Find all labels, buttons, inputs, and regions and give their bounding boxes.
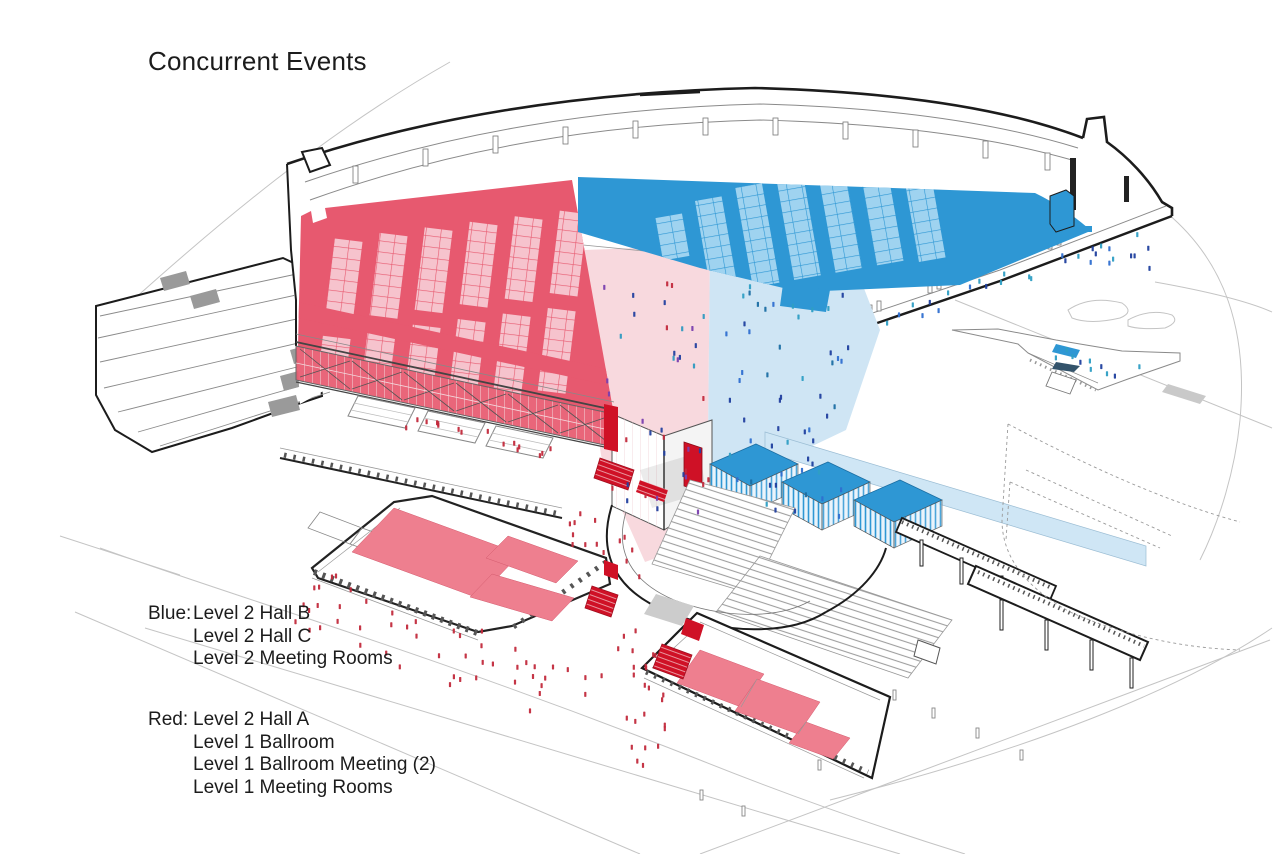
chimney-stack-small <box>1124 176 1129 202</box>
level1-red-box <box>681 618 704 641</box>
hall-a-cross-aisle <box>298 302 612 386</box>
riverfront-terrace <box>951 328 1241 651</box>
people-dots <box>294 232 1151 768</box>
legend-red: Red: Level 2 Hall A Level 1 Ballroom Lev… <box>148 709 436 799</box>
level1-escalator <box>652 643 693 680</box>
kiosk-structure <box>913 639 941 665</box>
ballroom-block <box>307 494 619 641</box>
truss-x-braces <box>299 348 611 445</box>
ballroom-wall-columns <box>312 569 482 637</box>
site-poles <box>699 689 1024 817</box>
ballroom-escalator <box>584 585 619 618</box>
legend-red-item: Level 1 Meeting Rooms <box>193 776 393 798</box>
legend-blue-item: Level 2 Meeting Rooms <box>193 648 393 669</box>
meeting-rooms-glass-band <box>764 431 1147 567</box>
chimney-stack <box>1070 158 1076 210</box>
grand-stairs-ramps <box>605 479 953 679</box>
legend-red-item: Level 1 Ballroom <box>193 731 335 753</box>
slide-title: Concurrent Events <box>148 46 367 76</box>
legend-red-item: Level 1 Ballroom Meeting (2) <box>193 754 436 775</box>
legend-red-label: Red: <box>148 709 189 730</box>
legend-blue-item: Level 2 Hall C <box>193 625 312 647</box>
legend-blue-label: Blue: <box>148 603 192 624</box>
boat-shape <box>1052 362 1080 372</box>
level1-room-3 <box>788 721 851 760</box>
rooftop-stair-hut <box>1049 189 1075 233</box>
plaza-dashed-outlines <box>1001 423 1241 651</box>
central-corner-structure <box>593 404 713 531</box>
legend-blue-item: Level 2 Hall B <box>193 603 311 624</box>
ballroom-meeting-2 <box>469 573 575 622</box>
legend-red-item: Level 2 Hall A <box>193 709 310 730</box>
exhibit-hall-bc-blue <box>578 177 1092 312</box>
crosswalk-patch <box>644 594 694 626</box>
escalator-red <box>593 457 635 491</box>
escalator-shaft-red <box>604 404 618 452</box>
legend-blue: Blue: Level 2 Hall B Level 2 Hall C Leve… <box>148 603 393 671</box>
roof-columns <box>352 117 1051 184</box>
ballroom-meeting-1 <box>485 535 579 584</box>
elevated-walkways <box>699 516 1150 817</box>
meeting-rooms-level1-building <box>640 611 892 780</box>
